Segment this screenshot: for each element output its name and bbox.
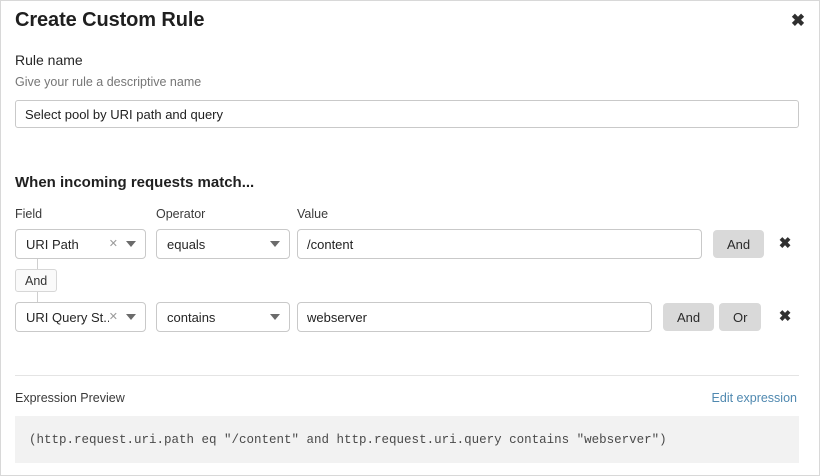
- expression-preview-code: (http.request.uri.path eq "/content" and…: [15, 416, 799, 463]
- operator-select-2-value: contains: [167, 309, 216, 325]
- field-select-1[interactable]: URI Path ✕: [15, 229, 146, 259]
- clear-x-icon[interactable]: ✕: [108, 237, 118, 250]
- rule-name-input[interactable]: [15, 100, 799, 128]
- and-button-2[interactable]: And: [663, 303, 715, 331]
- and-button-1[interactable]: And: [713, 230, 765, 258]
- rule-name-label: Rule name: [15, 52, 83, 68]
- field-select-2[interactable]: URI Query St... ✕: [15, 302, 146, 332]
- condition-row: URI Query St... ✕ contains And Or ✖: [1, 302, 819, 332]
- field-select-2-value: URI Query St...: [26, 309, 109, 325]
- edit-expression-link[interactable]: Edit expression: [711, 391, 797, 405]
- expression-preview-label: Expression Preview: [15, 391, 125, 405]
- operator-select-1-value: equals: [167, 236, 206, 252]
- chevron-down-icon: [126, 314, 136, 320]
- group-connector-and[interactable]: And: [15, 269, 58, 292]
- chevron-down-icon: [270, 241, 280, 247]
- rule-name-help-text: Give your rule a descriptive name: [15, 75, 202, 89]
- field-select-1-value: URI Path: [26, 236, 79, 252]
- conditions-heading: When incoming requests match...: [15, 174, 255, 191]
- section-divider: [15, 375, 799, 376]
- chevron-down-icon: [126, 241, 136, 247]
- chevron-down-icon: [270, 314, 280, 320]
- value-input-2[interactable]: [297, 302, 652, 332]
- remove-condition-2-icon[interactable]: ✖: [778, 308, 792, 325]
- clear-x-icon[interactable]: ✕: [108, 310, 118, 323]
- connector-line-top: [37, 259, 38, 269]
- operator-select-2[interactable]: contains: [156, 302, 290, 332]
- column-label-operator: Operator: [156, 207, 206, 221]
- column-label-field: Field: [15, 207, 43, 221]
- connector-line-bottom: [37, 292, 38, 302]
- or-button-2[interactable]: Or: [719, 303, 762, 331]
- column-label-value: Value: [297, 207, 329, 221]
- dialog-title: Create Custom Rule: [15, 9, 205, 31]
- operator-select-1[interactable]: equals: [156, 229, 290, 259]
- remove-condition-1-icon[interactable]: ✖: [778, 235, 792, 252]
- value-input-1[interactable]: [297, 229, 702, 259]
- condition-row: URI Path ✕ equals And ✖: [1, 229, 819, 259]
- close-icon[interactable]: ✖: [790, 10, 806, 30]
